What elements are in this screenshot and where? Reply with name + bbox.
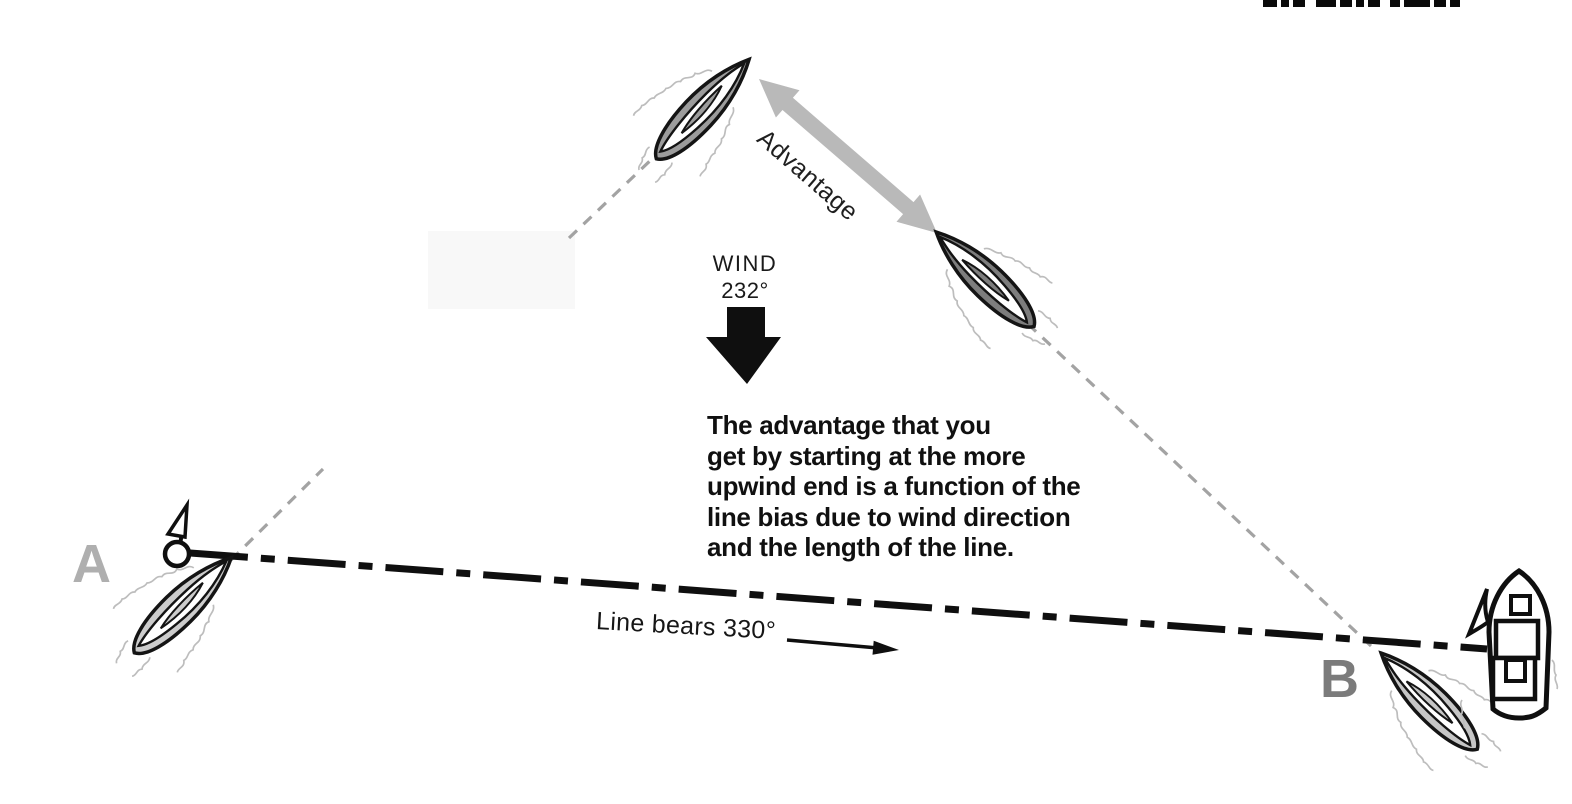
wind-arrow xyxy=(706,307,781,384)
note-line: and the length of the line. xyxy=(707,532,1014,562)
note-line: The advantage that you xyxy=(707,410,991,440)
explanatory-note: The advantage that you get by starting a… xyxy=(707,410,1081,563)
erased-patch xyxy=(428,231,575,309)
mark-a-label: A xyxy=(72,534,111,594)
note-line: get by starting at the more xyxy=(707,440,1026,471)
note-line: line bias due to wind direction xyxy=(707,501,1071,532)
start-line xyxy=(189,549,1488,653)
line-bearing-arrow xyxy=(786,638,899,655)
pin-buoy xyxy=(162,498,192,569)
committee-boat xyxy=(1459,567,1559,729)
advantage-arrow xyxy=(759,79,937,233)
note-line: upwind end is a function of the xyxy=(707,471,1081,501)
wind-label: WIND xyxy=(712,251,778,276)
cropped-text-fragment xyxy=(1263,0,1460,7)
mark-b-label: B xyxy=(1320,649,1359,709)
layline-from-a xyxy=(229,155,656,562)
wind-bearing-label: 232° xyxy=(721,278,769,303)
